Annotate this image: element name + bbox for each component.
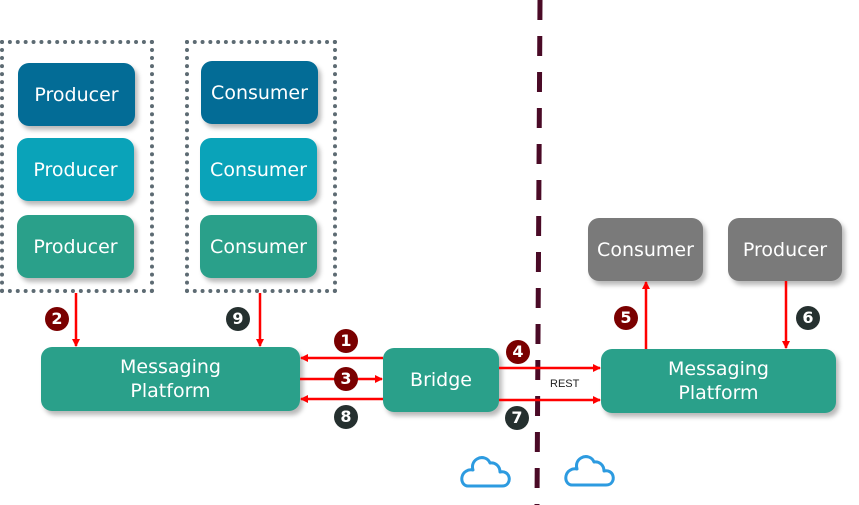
step-badge-3: 3 xyxy=(334,367,358,391)
producer-group xyxy=(0,40,154,293)
platform-label-line2: Platform xyxy=(130,380,211,402)
external-producer-node[interactable]: Producer xyxy=(728,218,842,281)
step-badge-9: 9 xyxy=(226,307,250,331)
step-badge-4: 4 xyxy=(506,340,530,364)
producer-label: Producer xyxy=(34,83,119,106)
platform-label-line2: Platform xyxy=(678,382,759,404)
network-boundary-divider xyxy=(534,0,543,505)
bridge-label: Bridge xyxy=(410,369,472,391)
consumer-label: Consumer xyxy=(210,235,307,258)
producer-label: Producer xyxy=(742,238,828,261)
producer-label: Producer xyxy=(33,235,118,258)
producer-node-1[interactable]: Producer xyxy=(18,63,135,126)
step-badge-6: 6 xyxy=(796,306,820,330)
step-badge-5: 5 xyxy=(614,306,638,330)
consumer-label: Consumer xyxy=(211,81,308,104)
step-badge-7: 7 xyxy=(505,406,529,430)
consumer-node-1[interactable]: Consumer xyxy=(201,61,318,124)
consumer-node-2[interactable]: Consumer xyxy=(200,138,317,201)
consumer-group xyxy=(185,40,337,293)
consumer-label: Consumer xyxy=(210,158,307,181)
producer-node-3[interactable]: Producer xyxy=(17,215,134,278)
external-consumer-node[interactable]: Consumer xyxy=(588,218,703,281)
consumer-node-3[interactable]: Consumer xyxy=(200,215,317,278)
consumer-label: Consumer xyxy=(597,238,694,261)
cloud-icon xyxy=(460,456,511,488)
bridge-node[interactable]: Bridge xyxy=(383,348,499,412)
cloud-icon xyxy=(564,455,615,487)
producer-label: Producer xyxy=(33,158,118,181)
left-messaging-platform[interactable]: Messaging Platform xyxy=(41,347,300,411)
right-messaging-platform[interactable]: Messaging Platform xyxy=(601,349,836,413)
rest-label: REST xyxy=(550,378,580,390)
platform-label-line1: Messaging xyxy=(120,356,221,378)
producer-node-2[interactable]: Producer xyxy=(17,138,134,201)
step-badge-1: 1 xyxy=(334,329,358,353)
step-badge-8: 8 xyxy=(334,405,358,429)
step-badge-2: 2 xyxy=(45,307,69,331)
platform-label-line1: Messaging xyxy=(668,358,769,380)
